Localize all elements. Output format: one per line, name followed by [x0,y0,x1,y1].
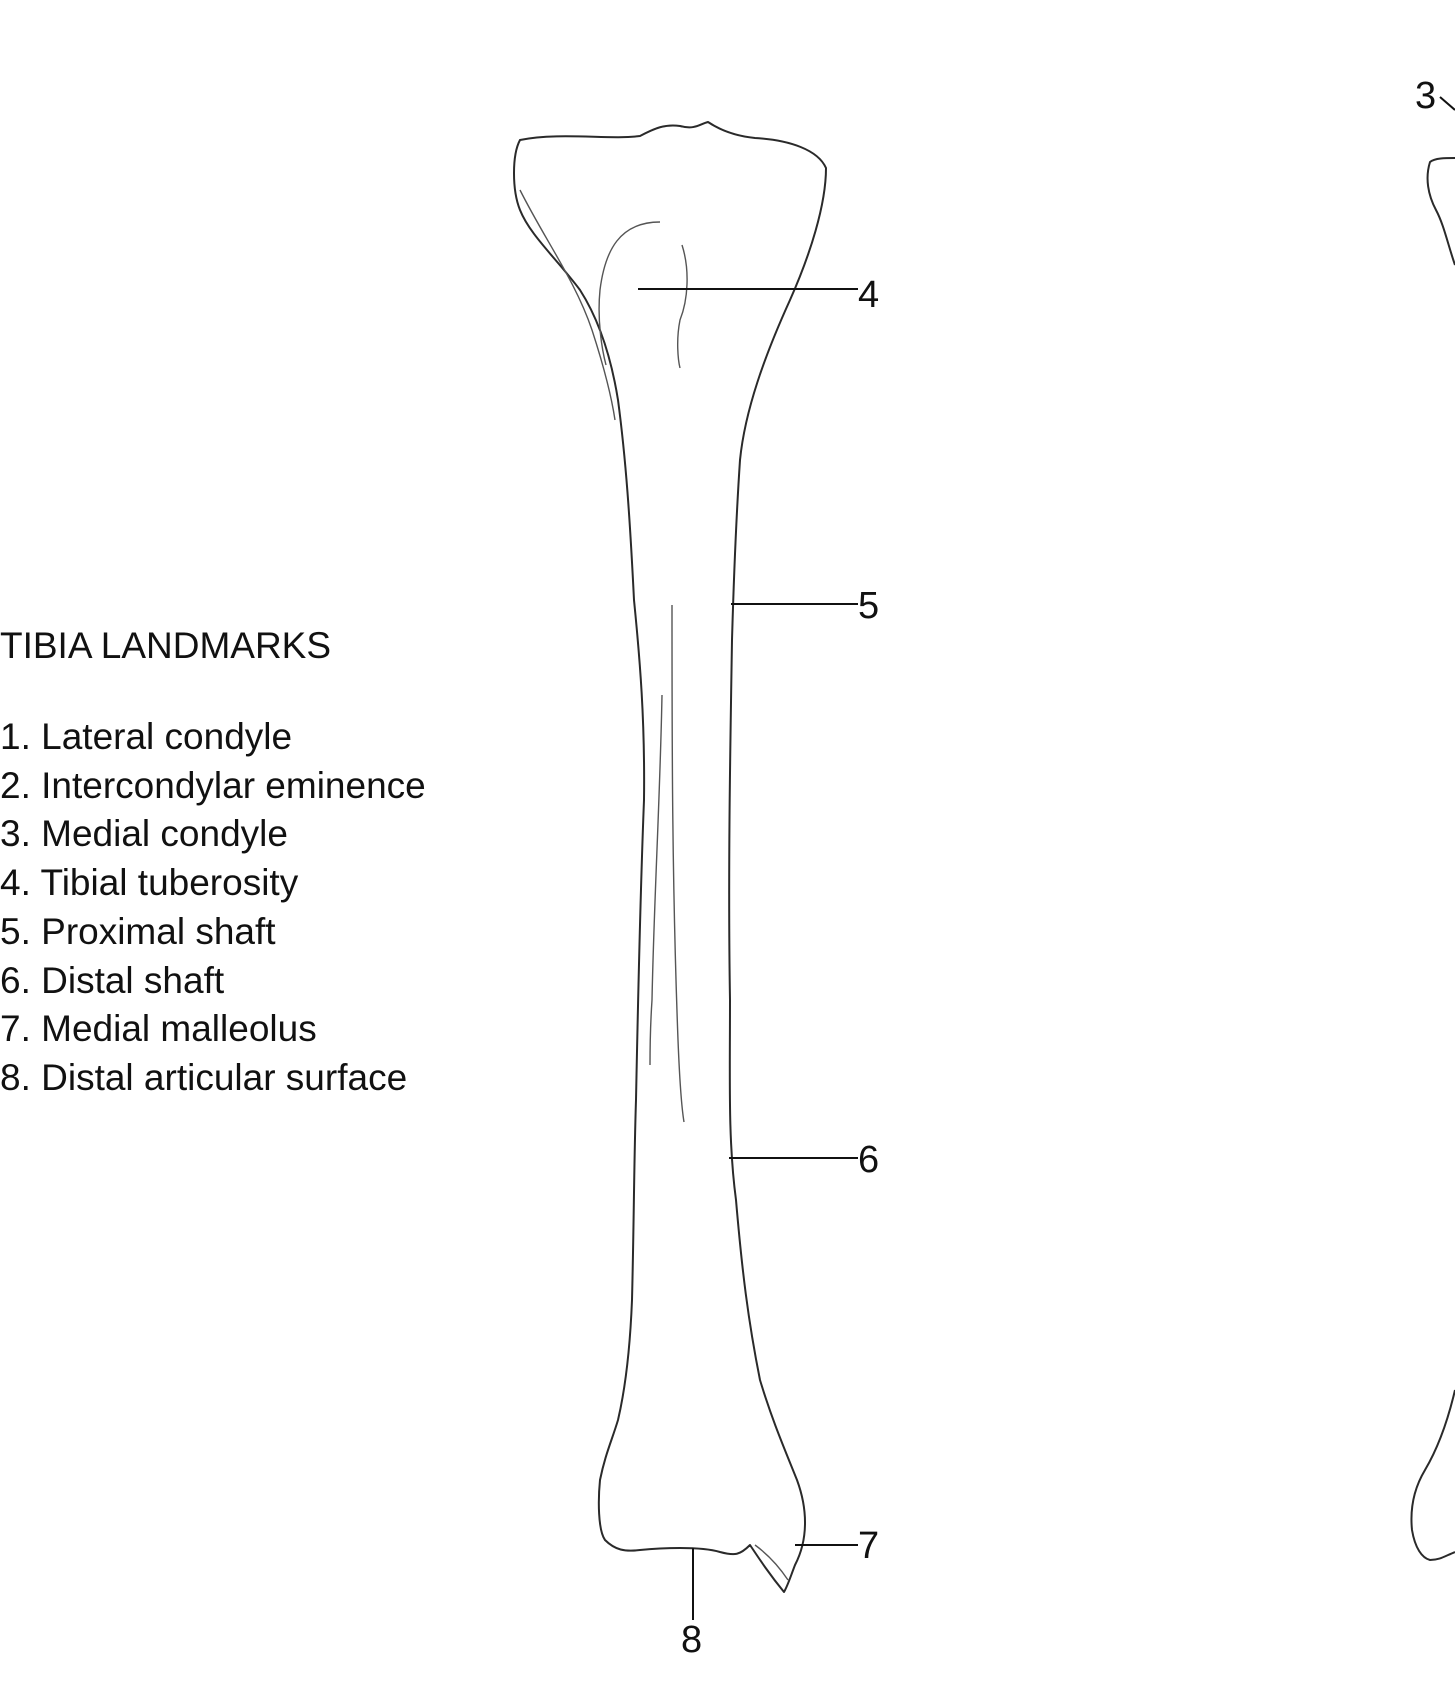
tibia-shaft-line-a [671,604,685,1123]
leader-line-3 [1439,96,1455,111]
tibia-shaft-line-b [649,694,663,1066]
legend-item-medial-condyle: 3. Medial condyle [0,813,288,855]
tibia-partial-outline-bottom [1410,1389,1455,1561]
legend-item-medial-malleolus: 7. Medial malleolus [0,1008,317,1050]
callout-number-5: 5 [858,585,879,627]
callout-number-3: 3 [1415,75,1436,117]
legend-item-distal-articular-surface: 8. Distal articular surface [0,1056,408,1098]
landmark-legend: TIBIA LANDMARKS 1. Lateral condyle 2. In… [0,624,480,1103]
legend-item-distal-shaft: 6. Distal shaft [0,959,225,1001]
callout-number-4: 4 [858,274,879,316]
tibia-partial-outline-top [1426,157,1455,266]
tibia-tuberosity-contour [598,221,661,366]
callout-number-6: 6 [858,1139,879,1181]
tibia-anterior-view [513,121,827,1593]
legend-item-proximal-shaft: 5. Proximal shaft [0,910,276,952]
tibia-medial-view-partial [1410,157,1455,1561]
legend-title: TIBIA LANDMARKS [0,625,332,666]
legend-item-intercondylar-eminence: 2. Intercondylar eminence [0,764,426,806]
callout-number-8: 8 [681,1619,702,1661]
tibia-anterior-crest-line [519,189,616,421]
tibia-malleolus-contour [754,1544,789,1581]
tibia-anterior-outline [513,121,827,1593]
callout-number-7: 7 [858,1525,879,1567]
tibia-tuberosity-ridge [677,244,688,369]
legend-list: 1. Lateral condyle 2. Intercondylar emin… [0,713,480,1103]
legend-item-tibial-tuberosity: 4. Tibial tuberosity [0,862,299,904]
legend-item-lateral-condyle: 1. Lateral condyle [0,716,293,757]
